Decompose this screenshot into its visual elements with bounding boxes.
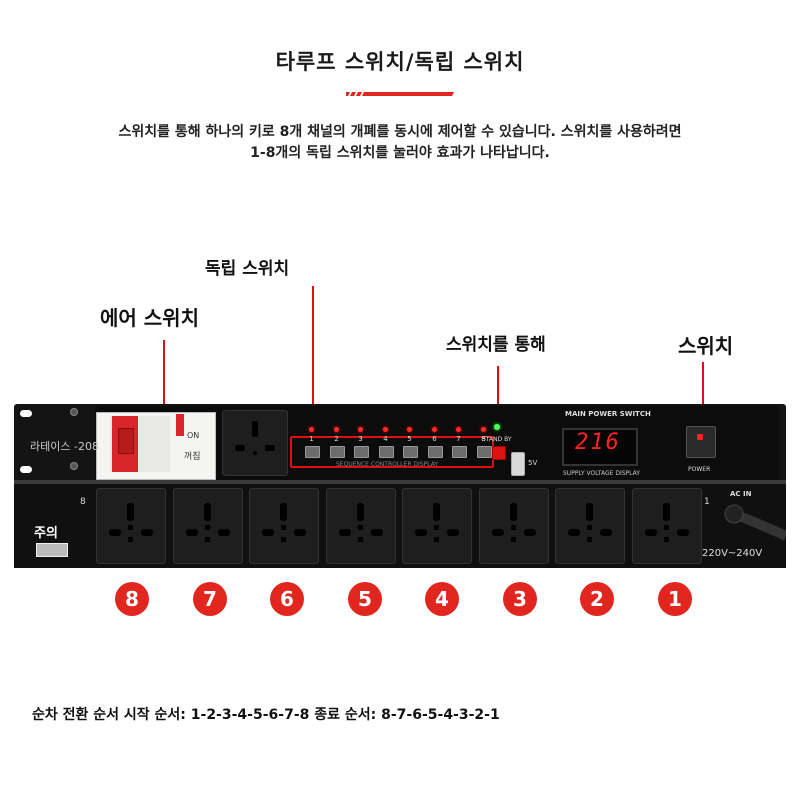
outlet-order-marker: 8 — [115, 582, 149, 616]
callout-independent-switch: 독립 스위치 — [205, 259, 290, 279]
callout-line-power — [702, 362, 704, 434]
description-line-1: 스위치를 통해 하나의 키로 8개 채널의 개폐를 동시에 제어할 수 있습니다… — [118, 124, 682, 140]
channel-switch-button[interactable] — [477, 446, 492, 458]
main-power-label: MAIN POWER SWITCH — [565, 410, 651, 418]
outlet-socket — [173, 488, 243, 564]
channel-led — [407, 427, 412, 432]
channel-led — [432, 427, 437, 432]
usb-label: 5V — [528, 459, 538, 467]
channel-led — [358, 427, 363, 432]
channel-number: 3 — [358, 435, 363, 443]
outlet-order-marker: 6 — [270, 582, 304, 616]
ac-cable-icon — [724, 504, 786, 541]
channel-led — [309, 427, 314, 432]
channel-number: 8 — [481, 435, 486, 443]
panel-divider — [14, 480, 786, 484]
voltage-display-label: SUPPLY VOLTAGE DISPLAY — [563, 470, 640, 477]
socket-mark-left: 8 — [80, 497, 86, 507]
outlet-socket — [249, 488, 319, 564]
channel-number: 4 — [383, 435, 388, 443]
channel-number: 7 — [456, 435, 461, 443]
warning-label: 주의 — [34, 526, 58, 541]
description-line-2: 1-8개의 독립 스위치를 눌러야 효과가 나타납니다. — [250, 145, 550, 161]
callout-through-switch: 스위치를 통해 — [446, 335, 546, 355]
channel-number: 5 — [407, 435, 412, 443]
channel-switch-button[interactable] — [403, 446, 418, 458]
air-switch-tag — [176, 414, 184, 436]
channel-switch-button[interactable] — [452, 446, 467, 458]
outlet-order-marker: 1 — [658, 582, 692, 616]
socket-icon — [235, 421, 275, 455]
channel-switch-button[interactable] — [379, 446, 394, 458]
socket-icon — [262, 503, 306, 542]
outlet-order-marker: 4 — [425, 582, 459, 616]
socket-icon — [186, 503, 230, 542]
channel-led — [481, 427, 486, 432]
channel-switch-button[interactable] — [428, 446, 443, 458]
outlet-order-marker: 5 — [348, 582, 382, 616]
outlet-order-marker: 7 — [193, 582, 227, 616]
outlet-socket — [479, 488, 549, 564]
voltage-range: 220V~240V — [702, 548, 763, 559]
power-label: POWER — [688, 466, 711, 473]
callout-air-switch: 에어 스위치 — [100, 306, 199, 330]
socket-icon — [568, 503, 612, 542]
socket-mark-right: 1 — [704, 497, 710, 507]
outlet-order-marker: 2 — [580, 582, 614, 616]
title-decoration — [346, 92, 454, 96]
channel-led — [383, 427, 388, 432]
screw — [70, 408, 78, 416]
channel-number: 6 — [432, 435, 437, 443]
callout-line-air — [163, 340, 165, 416]
outlet-socket — [555, 488, 625, 564]
socket-icon — [645, 503, 689, 542]
page-title: 타루프 스위치/독립 스위치 — [275, 50, 525, 74]
warning-sticker — [36, 543, 68, 557]
rack-ear-hole — [20, 466, 32, 473]
on-label: ON — [187, 431, 200, 440]
sequence-label: SEQUENCE CONTROLLER DISPLAY — [336, 461, 438, 468]
outlet-socket — [402, 488, 472, 564]
brand-label: 라테이스 -208 — [30, 440, 99, 453]
standby-label: STAND BY — [482, 436, 512, 443]
outlet-order-marker: 3 — [503, 582, 537, 616]
channel-switch-button[interactable] — [354, 446, 369, 458]
channel-number: 2 — [334, 435, 339, 443]
channel-number: 1 — [309, 435, 314, 443]
outlet-socket — [632, 488, 702, 564]
through-switch-button[interactable] — [492, 446, 506, 460]
socket-icon — [492, 503, 536, 542]
power-indicator-icon — [697, 434, 703, 440]
ac-in-label: AC IN — [730, 490, 752, 498]
description: 스위치를 통해 하나의 키로 8개 채널의 개폐를 동시에 제어할 수 있습니다… — [20, 122, 780, 164]
channel-led — [334, 427, 339, 432]
rack-ear-hole — [20, 410, 32, 417]
screw — [70, 462, 78, 470]
channel-switch-button[interactable] — [330, 446, 345, 458]
off-label: 꺼짐 — [184, 452, 201, 462]
outlet-socket — [96, 488, 166, 564]
callout-power-switch: 스위치 — [678, 334, 734, 358]
socket-icon — [415, 503, 459, 542]
socket-icon — [339, 503, 383, 542]
power-switch[interactable] — [686, 426, 716, 458]
air-switch-handle[interactable] — [118, 428, 134, 454]
top-socket — [222, 410, 288, 476]
channel-switch-button[interactable] — [305, 446, 320, 458]
channel-led — [456, 427, 461, 432]
outlet-socket — [326, 488, 396, 564]
voltage-display-value: 216 — [575, 430, 621, 455]
standby-led — [494, 424, 500, 430]
usb-port[interactable] — [511, 452, 525, 476]
sequence-order-text: 순차 전환 순서 시작 순서: 1-2-3-4-5-6-7-8 종료 순서: 8… — [32, 707, 500, 723]
voltage-display — [562, 428, 638, 466]
callout-line-independent — [312, 286, 314, 434]
socket-icon — [109, 503, 153, 542]
